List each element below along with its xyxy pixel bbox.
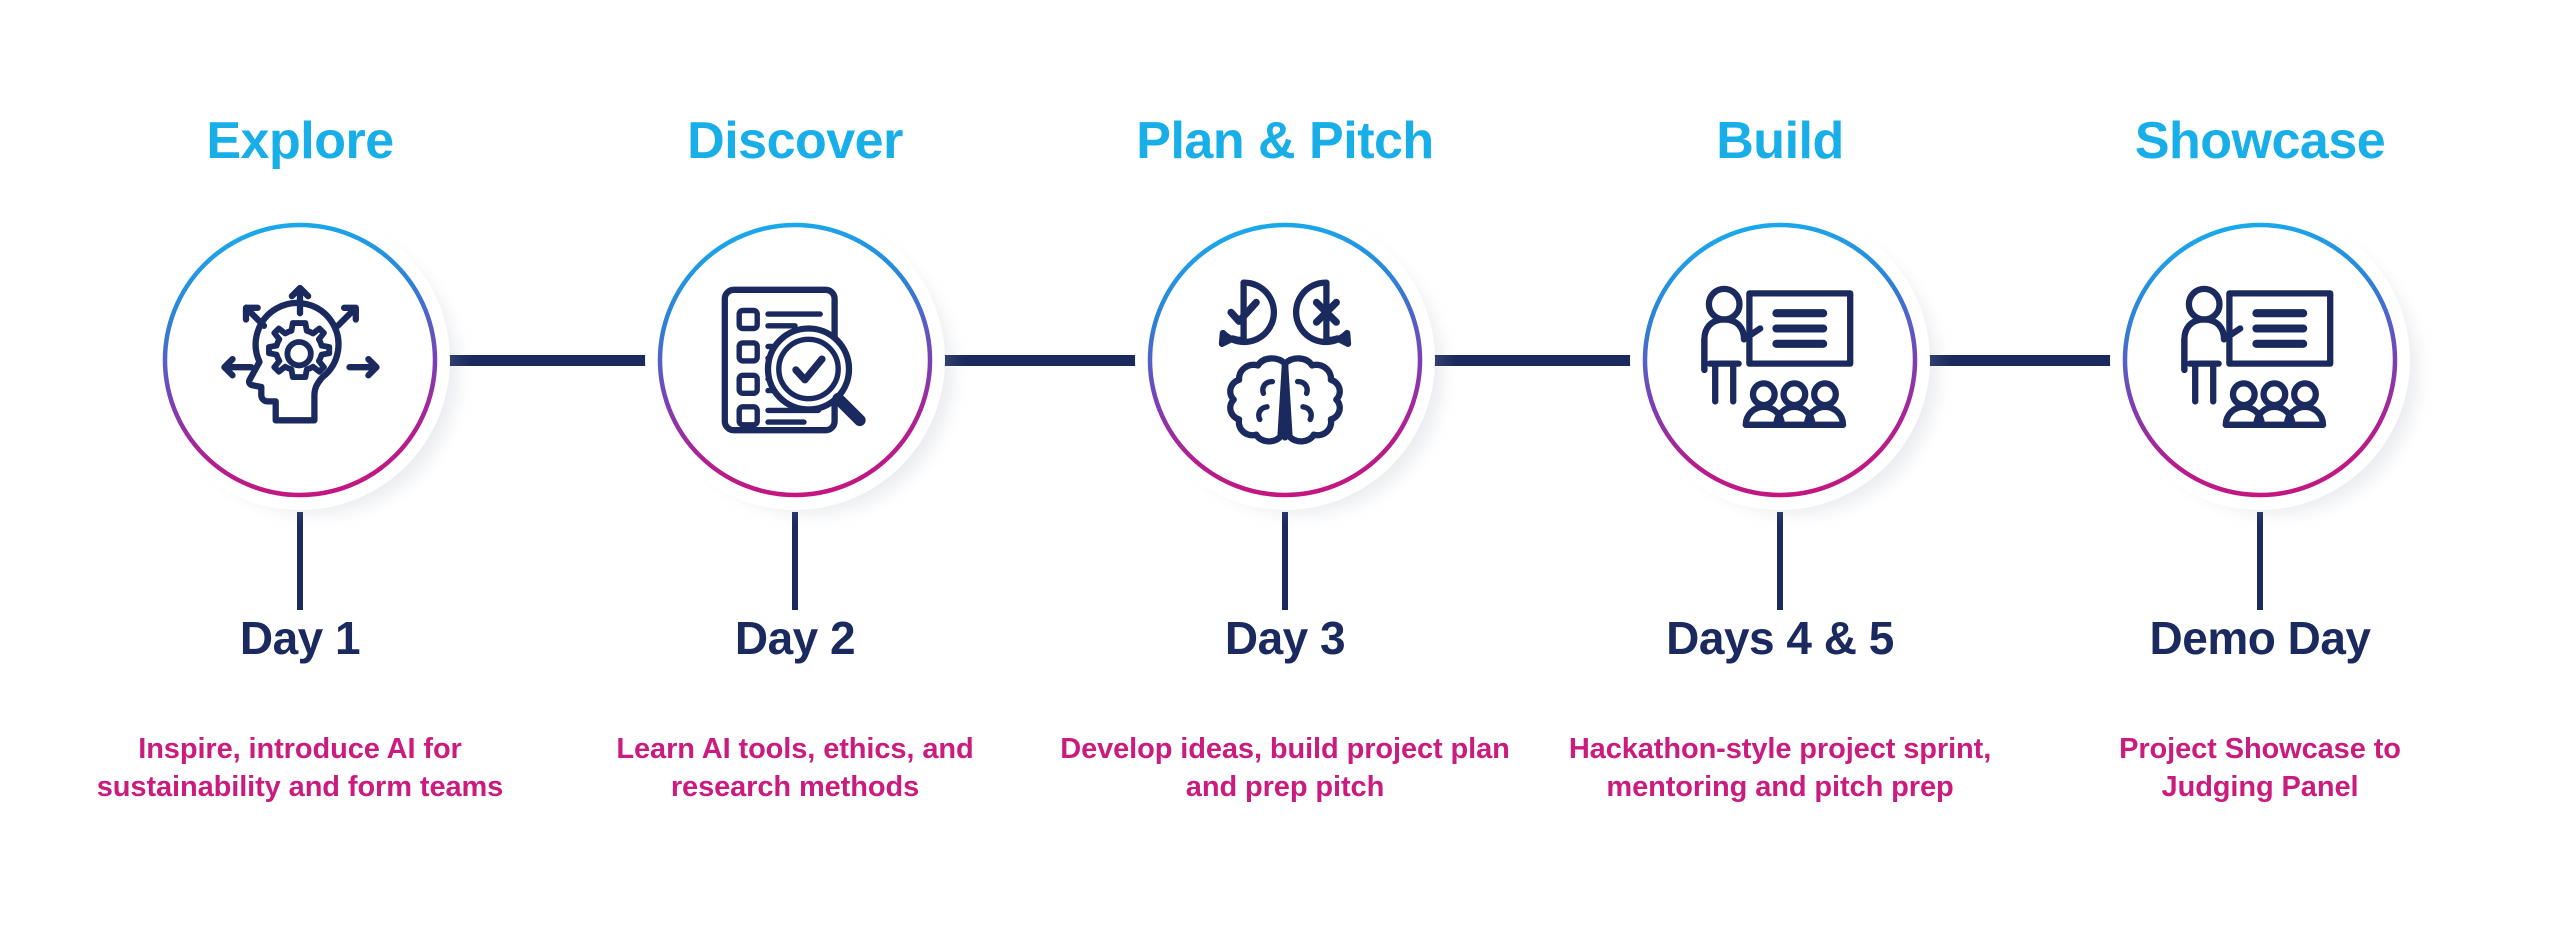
stage-title: Build [1716,112,1844,170]
timeline-stage-build: Build [1530,0,2030,931]
timeline-stage-discover: Discover [545,0,1045,931]
head-gear-arrows-icon [210,270,390,450]
stage-description: Develop ideas, build project plan and pr… [1060,733,1510,804]
checklist-magnifier-icon [705,270,885,450]
timeline-stage-plan-and-pitch: Plan & Pitch [1035,0,1535,931]
stage-description: Learn AI tools, ethics, and research met… [616,733,974,804]
badge-disc [150,210,450,510]
presenter-whiteboard-audience-icon [1690,270,1870,450]
stage-badge [1627,207,1941,517]
stage-description: Project Showcase to Judging Panel [2119,733,2401,804]
stage-badge [147,207,461,517]
stage-stem [2257,512,2263,610]
stage-title: Plan & Pitch [1136,112,1434,170]
stage-day-label: Day 2 [734,612,856,664]
stage-title: Explore [206,112,394,170]
timeline-stage-explore: Explore [50,0,550,931]
stage-badge [2107,207,2421,517]
stage-day-label: Day 1 [239,612,361,664]
gradient-ring [657,222,933,498]
stage-day-label: Day 3 [1224,612,1346,664]
gradient-ring [1642,222,1918,498]
stage-stem [297,512,303,610]
presenter-whiteboard-audience-icon [2170,270,2350,450]
gradient-ring [162,222,438,498]
stage-description: Hackathon-style project sprint, mentorin… [1568,733,1992,804]
gradient-ring [2122,222,2398,498]
brain-decision-bubbles-icon [1195,270,1375,450]
stage-stem [1282,512,1288,610]
stage-badge [642,207,956,517]
stage-badge [1132,207,1446,517]
timeline-stage-showcase: Showcase [2010,0,2510,931]
stage-title: Discover [687,112,903,170]
stage-description: Inspire, introduce AI for sustainability… [96,733,504,804]
stage-stem [792,512,798,610]
stage-day-label: Days 4 & 5 [1666,612,1894,664]
stage-title: Showcase [2134,112,2386,170]
gradient-ring [1147,222,1423,498]
stage-stem [1777,512,1783,610]
stage-day-label: Demo Day [2149,612,2371,664]
